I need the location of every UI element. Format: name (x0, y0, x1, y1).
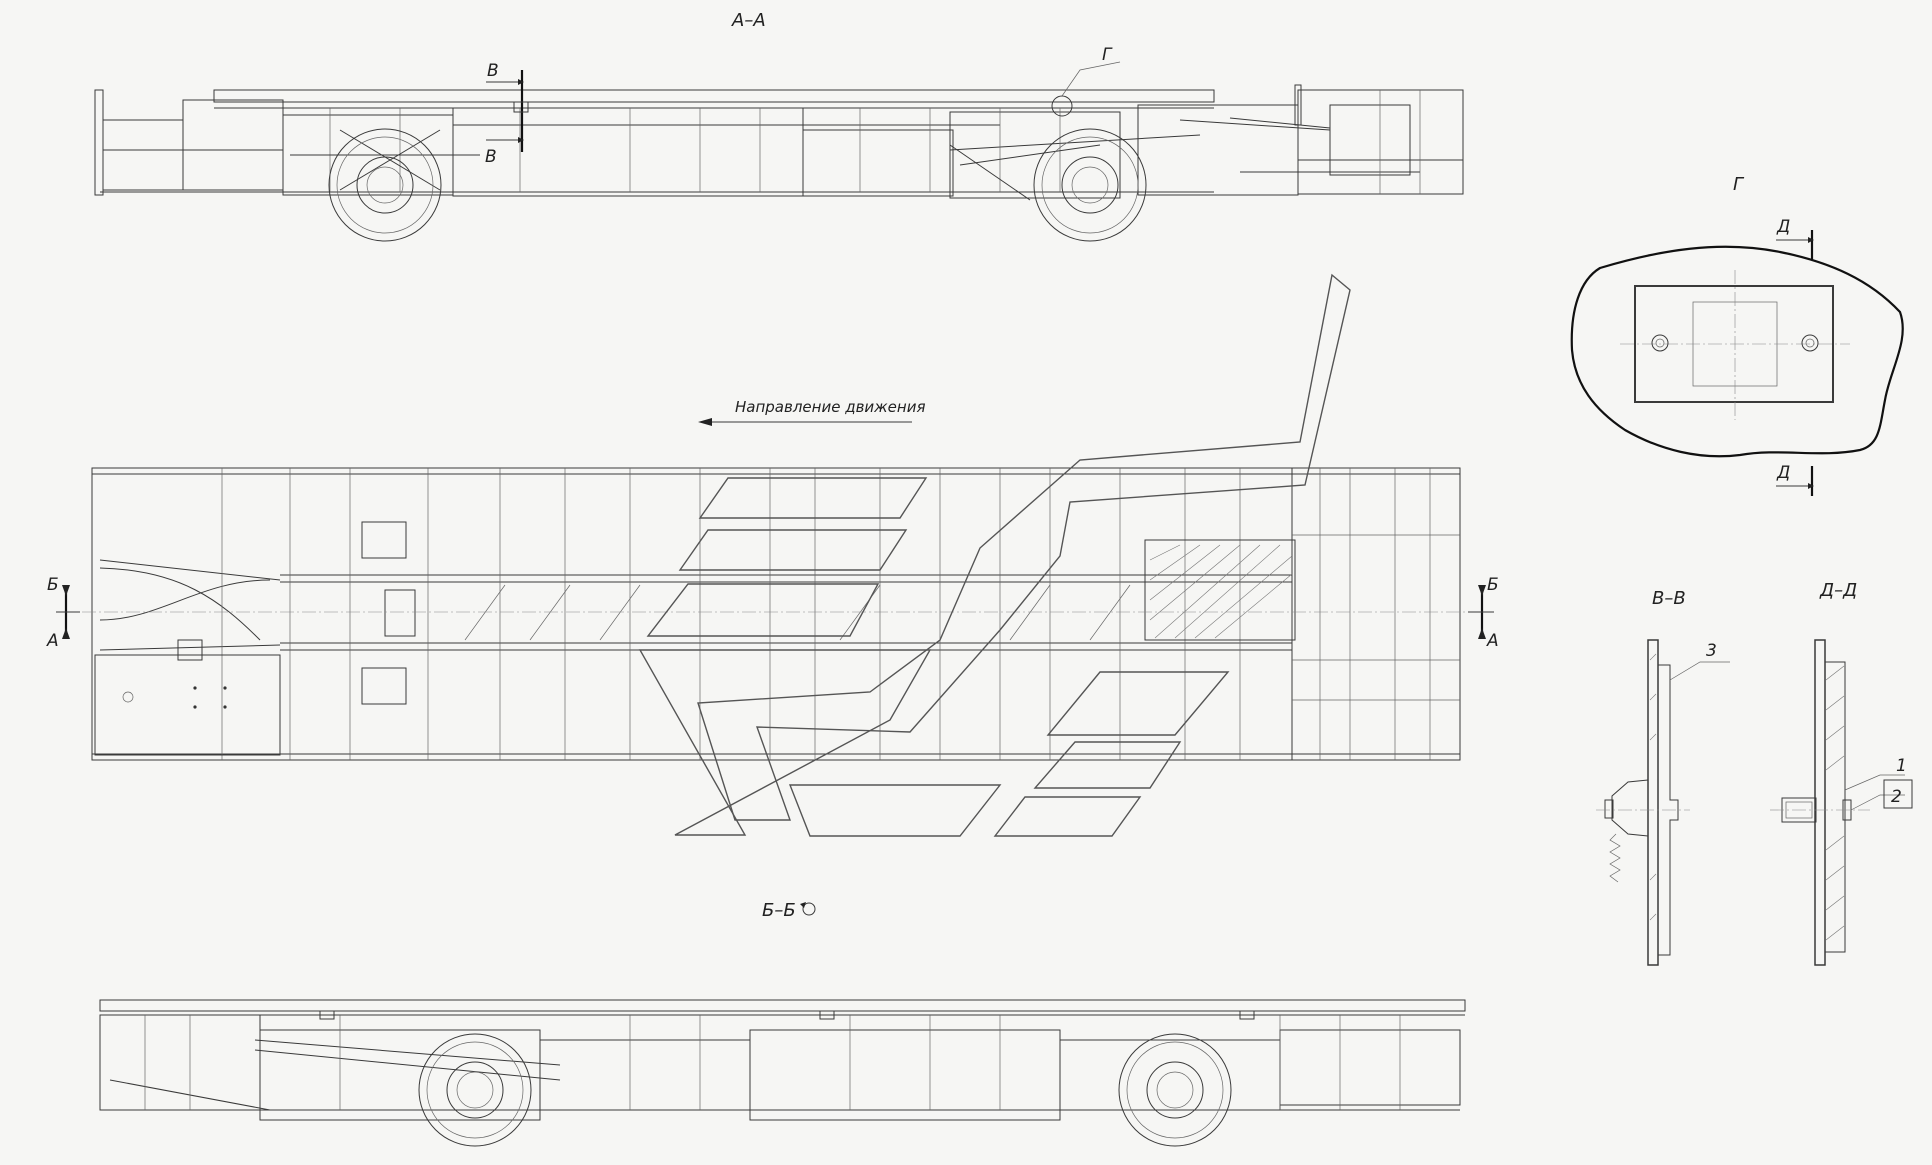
callout-g-label: Г (1102, 45, 1113, 65)
marker-d-top: Д (1776, 217, 1790, 237)
position-2-label: 2 (1891, 787, 1902, 807)
rotation-icon (802, 902, 816, 916)
marker-a-right: А (1486, 631, 1499, 651)
section-aa-rear-wheel (1033, 128, 1147, 242)
detail-g-bolt (1051, 95, 1073, 117)
section-aa-front-wheel (328, 128, 442, 242)
view-g-label: Г (1733, 174, 1745, 195)
marker-b-left: Б (47, 575, 59, 595)
direction-label: Направление движения (735, 398, 925, 416)
section-bb-front-wheel (418, 1033, 532, 1147)
position-3-label: 3 (1706, 641, 1717, 661)
view-g-detail: Г Д Д (1570, 174, 1904, 496)
marker-b-right: Б (1487, 575, 1499, 595)
section-vv-view: В–В 3 (1596, 588, 1730, 966)
section-aa-view: А–А (94, 10, 1464, 242)
section-bb-view: Б–Б (99, 900, 1466, 1147)
section-aa-label: А–А (731, 10, 766, 31)
section-bb-label: Б–Б (762, 900, 796, 921)
section-dd-view: Д–Д 1 2 (1770, 580, 1913, 966)
position-1-label: 1 (1896, 756, 1907, 776)
marker-v-bottom: В (485, 147, 497, 167)
marker-a-left: А (46, 631, 59, 651)
watermark-logo (638, 273, 1351, 837)
section-vv-label: В–В (1652, 588, 1686, 609)
marker-d-bottom: Д (1776, 463, 1790, 483)
section-dd-label: Д–Д (1819, 580, 1857, 601)
marker-v-top: В (487, 61, 499, 81)
plan-view: Направление движения (46, 398, 1499, 761)
section-marker-left: Б А (46, 575, 80, 651)
section-bb-rear-wheel (1118, 1033, 1232, 1147)
section-marker-right: Б А (1468, 575, 1499, 651)
